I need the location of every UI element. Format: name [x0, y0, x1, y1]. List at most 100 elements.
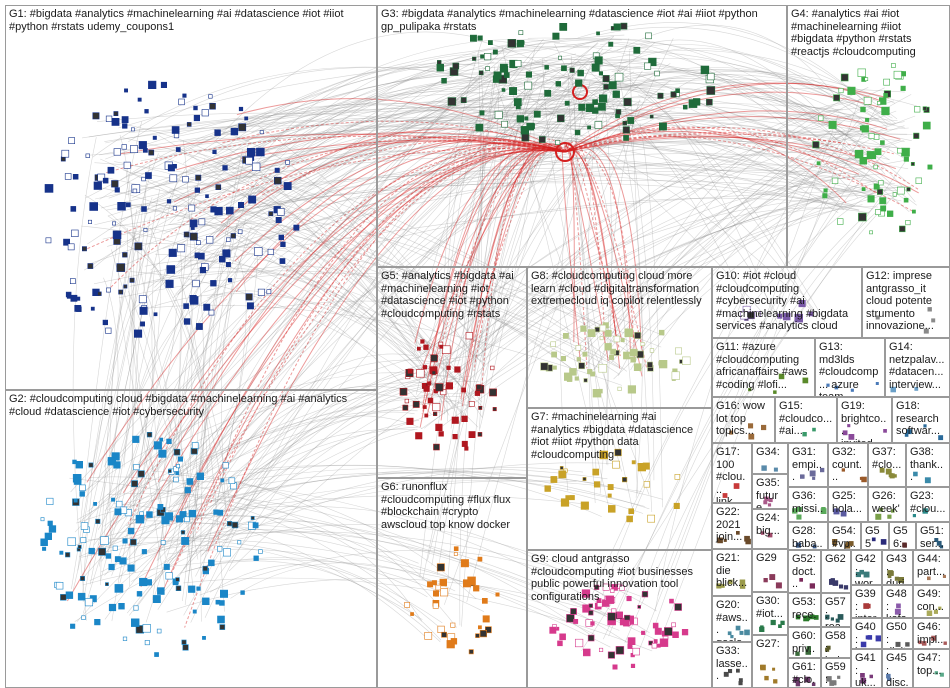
group-panel-g44: G44: part... — [913, 550, 950, 585]
group-panel-g30: G30: #iot... — [752, 592, 788, 635]
group-panel-g23: G23: #clou... — [906, 487, 950, 522]
group-panel-g10: G10: #iot #cloud #cloudcomputing #cybers… — [712, 267, 862, 338]
group-label-g40: G40: lear... — [855, 621, 878, 649]
group-label-g58: G58: help... — [825, 630, 847, 658]
group-label-g41: G41: uk... — [855, 652, 878, 688]
group-panel-g8: G8: #cloudcomputing cloud more learn #cl… — [527, 267, 712, 408]
group-label-g17: G17: 100 #clou... link... — [716, 446, 748, 503]
group-panel-g59: G59: kra... — [821, 658, 851, 688]
group-panel-g48: G48: kofa... — [882, 585, 913, 618]
group-panel-g35: G35: future... — [752, 474, 788, 509]
group-panel-g12: G12: imprese antgrasso_it cloud potente … — [862, 267, 950, 338]
group-label-g33: G33: lasse... — [716, 645, 748, 683]
group-panel-g50: G50: digit... — [882, 618, 913, 649]
group-label-g5: G5: #analytics #bigdata #ai #machinelear… — [381, 270, 523, 320]
group-label-g4: G4: #analytics #ai #iot #machinelearning… — [791, 8, 946, 58]
group-panel-g62: G62 — [821, 550, 851, 593]
group-panel-g24: G24: big... — [752, 509, 788, 549]
group-panel-g53: G53: rece... — [788, 593, 821, 627]
group-panel-g6: G6: runonflux #cloudcomputing #flux flux… — [377, 478, 527, 688]
group-label-g34: G34: — [756, 446, 784, 459]
group-panel-g15: G15: #cloudco... #ai... — [775, 397, 837, 443]
group-panel-g60: G60: priv... — [788, 627, 821, 658]
group-label-g13: G13: md3lds #cloudcomp... azure team... — [819, 341, 881, 397]
group-label-g45: G45: disc... — [886, 652, 909, 688]
group-panel-g27: G27: — [752, 635, 788, 688]
group-panel-g54: G54: #vp... — [828, 522, 861, 550]
group-label-g8: G8: #cloudcomputing cloud more learn #cl… — [531, 270, 708, 308]
group-label-g35: G35: future... — [756, 477, 784, 509]
group-panel-g39: G39: inter... — [851, 585, 882, 618]
group-label-g11: G11: #azure #cloudcomputing africanaffai… — [716, 341, 811, 391]
group-label-g32: G32: count... — [832, 446, 864, 484]
group-panel-g61: G61: #clo... — [788, 658, 821, 688]
group-label-g43: G43: duri... — [886, 553, 909, 585]
group-panel-g16: G16: wow lot top topics... — [712, 397, 775, 443]
group-panel-g46: G46: impl... — [913, 618, 950, 649]
group-label-g39: G39: inter... — [855, 588, 878, 618]
group-label-g1: G1: #bigdata #analytics #machinelearning… — [9, 8, 373, 33]
group-panel-g9: G9: cloud antgrasso #cloudcomputing #iot… — [527, 550, 712, 688]
group-label-g19: G19: brightco... invited... — [841, 400, 888, 443]
group-label-g30: G30: #iot... — [756, 595, 784, 620]
group-panel-g36: G36: missi... — [788, 487, 828, 522]
group-label-g44: G44: part... — [917, 553, 946, 578]
group-label-g51: G51: ser... — [920, 525, 946, 550]
group-panel-g5: G5: #analytics #bigdata #ai #machinelear… — [377, 267, 527, 478]
group-label-g27: G27: — [756, 638, 784, 651]
group-label-g60: G60: priv... — [792, 630, 817, 658]
group-label-g25: G25: hola... — [832, 490, 864, 515]
group-panel-g28: G28: baba... — [788, 522, 828, 550]
group-panel-g55: G55 — [861, 522, 889, 550]
group-label-g9: G9: cloud antgrasso #cloudcomputing #iot… — [531, 553, 708, 603]
group-label-g42: G42: wor... — [855, 553, 878, 585]
group-label-g29: G29 — [756, 552, 784, 565]
group-panel-g47: G47: top... — [913, 649, 950, 688]
group-label-g61: G61: #clo... — [792, 661, 817, 688]
group-label-g56: G56: sim... — [893, 525, 912, 550]
group-label-g6: G6: runonflux #cloudcomputing #flux flux… — [381, 481, 523, 531]
group-panel-g49: G49: con... — [913, 585, 950, 618]
group-label-g53: G53: rece... — [792, 596, 817, 627]
group-panel-g20: G20: #aws... goclo... — [712, 596, 752, 642]
group-label-g18: G18: research softwar... — [896, 400, 946, 438]
group-label-g2: G2: #cloudcomputing cloud #bigdata #mach… — [9, 393, 373, 418]
group-panel-g38: G38: thank... — [906, 443, 950, 487]
group-panel-g19: G19: brightco... invited... — [837, 397, 892, 443]
group-label-g55: G55 — [865, 525, 885, 550]
group-label-g57: G57: rea... — [825, 596, 847, 627]
group-panel-g11: G11: #azure #cloudcomputing africanaffai… — [712, 338, 815, 397]
group-panel-g40: G40: lear... — [851, 618, 882, 649]
group-panel-g56: G56: sim... — [889, 522, 916, 550]
group-panel-g45: G45: disc... — [882, 649, 913, 688]
group-label-g22: G22: 2021 join... — [716, 506, 748, 544]
group-panel-g1: G1: #bigdata #analytics #machinelearning… — [5, 5, 377, 390]
group-label-g48: G48: kofa... — [886, 588, 909, 618]
group-panel-g17: G17: 100 #clou... link... — [712, 443, 752, 503]
group-label-g50: G50: digit... — [886, 621, 909, 649]
group-panel-g41: G41: uk... — [851, 649, 882, 688]
group-panel-g2: G2: #cloudcomputing cloud #bigdata #mach… — [5, 390, 377, 688]
group-label-g21: G21: die blick... — [716, 552, 748, 590]
group-label-g49: G49: con... — [917, 588, 946, 613]
group-label-g15: G15: #cloudco... #ai... — [779, 400, 833, 438]
group-panel-g52: G52: doct... — [788, 550, 821, 593]
group-label-g52: G52: doct... — [792, 553, 817, 591]
group-panel-g31: G31: empi... — [788, 443, 828, 487]
group-panel-g22: G22: 2021 join... — [712, 503, 752, 549]
group-label-g62: G62 — [825, 553, 847, 566]
group-panel-g3: G3: #bigdata #analytics #machinelearning… — [377, 5, 787, 267]
group-panel-g18: G18: research softwar... — [892, 397, 950, 443]
group-panel-g29: G29 — [752, 549, 788, 592]
group-panel-g26: G26: week'... — [868, 487, 906, 522]
group-label-g36: G36: missi... — [792, 490, 824, 522]
group-panel-g32: G32: count... — [828, 443, 868, 487]
group-panel-g43: G43: duri... — [882, 550, 913, 585]
group-panel-g58: G58: help... — [821, 627, 851, 658]
group-label-g14: G14: netzpalav... #datacen... interview.… — [889, 341, 946, 391]
group-panel-g25: G25: hola... — [828, 487, 868, 522]
group-label-g16: G16: wow lot top topics... — [716, 400, 771, 438]
group-panel-g42: G42: wor... — [851, 550, 882, 585]
group-label-g54: G54: #vp... — [832, 525, 857, 550]
